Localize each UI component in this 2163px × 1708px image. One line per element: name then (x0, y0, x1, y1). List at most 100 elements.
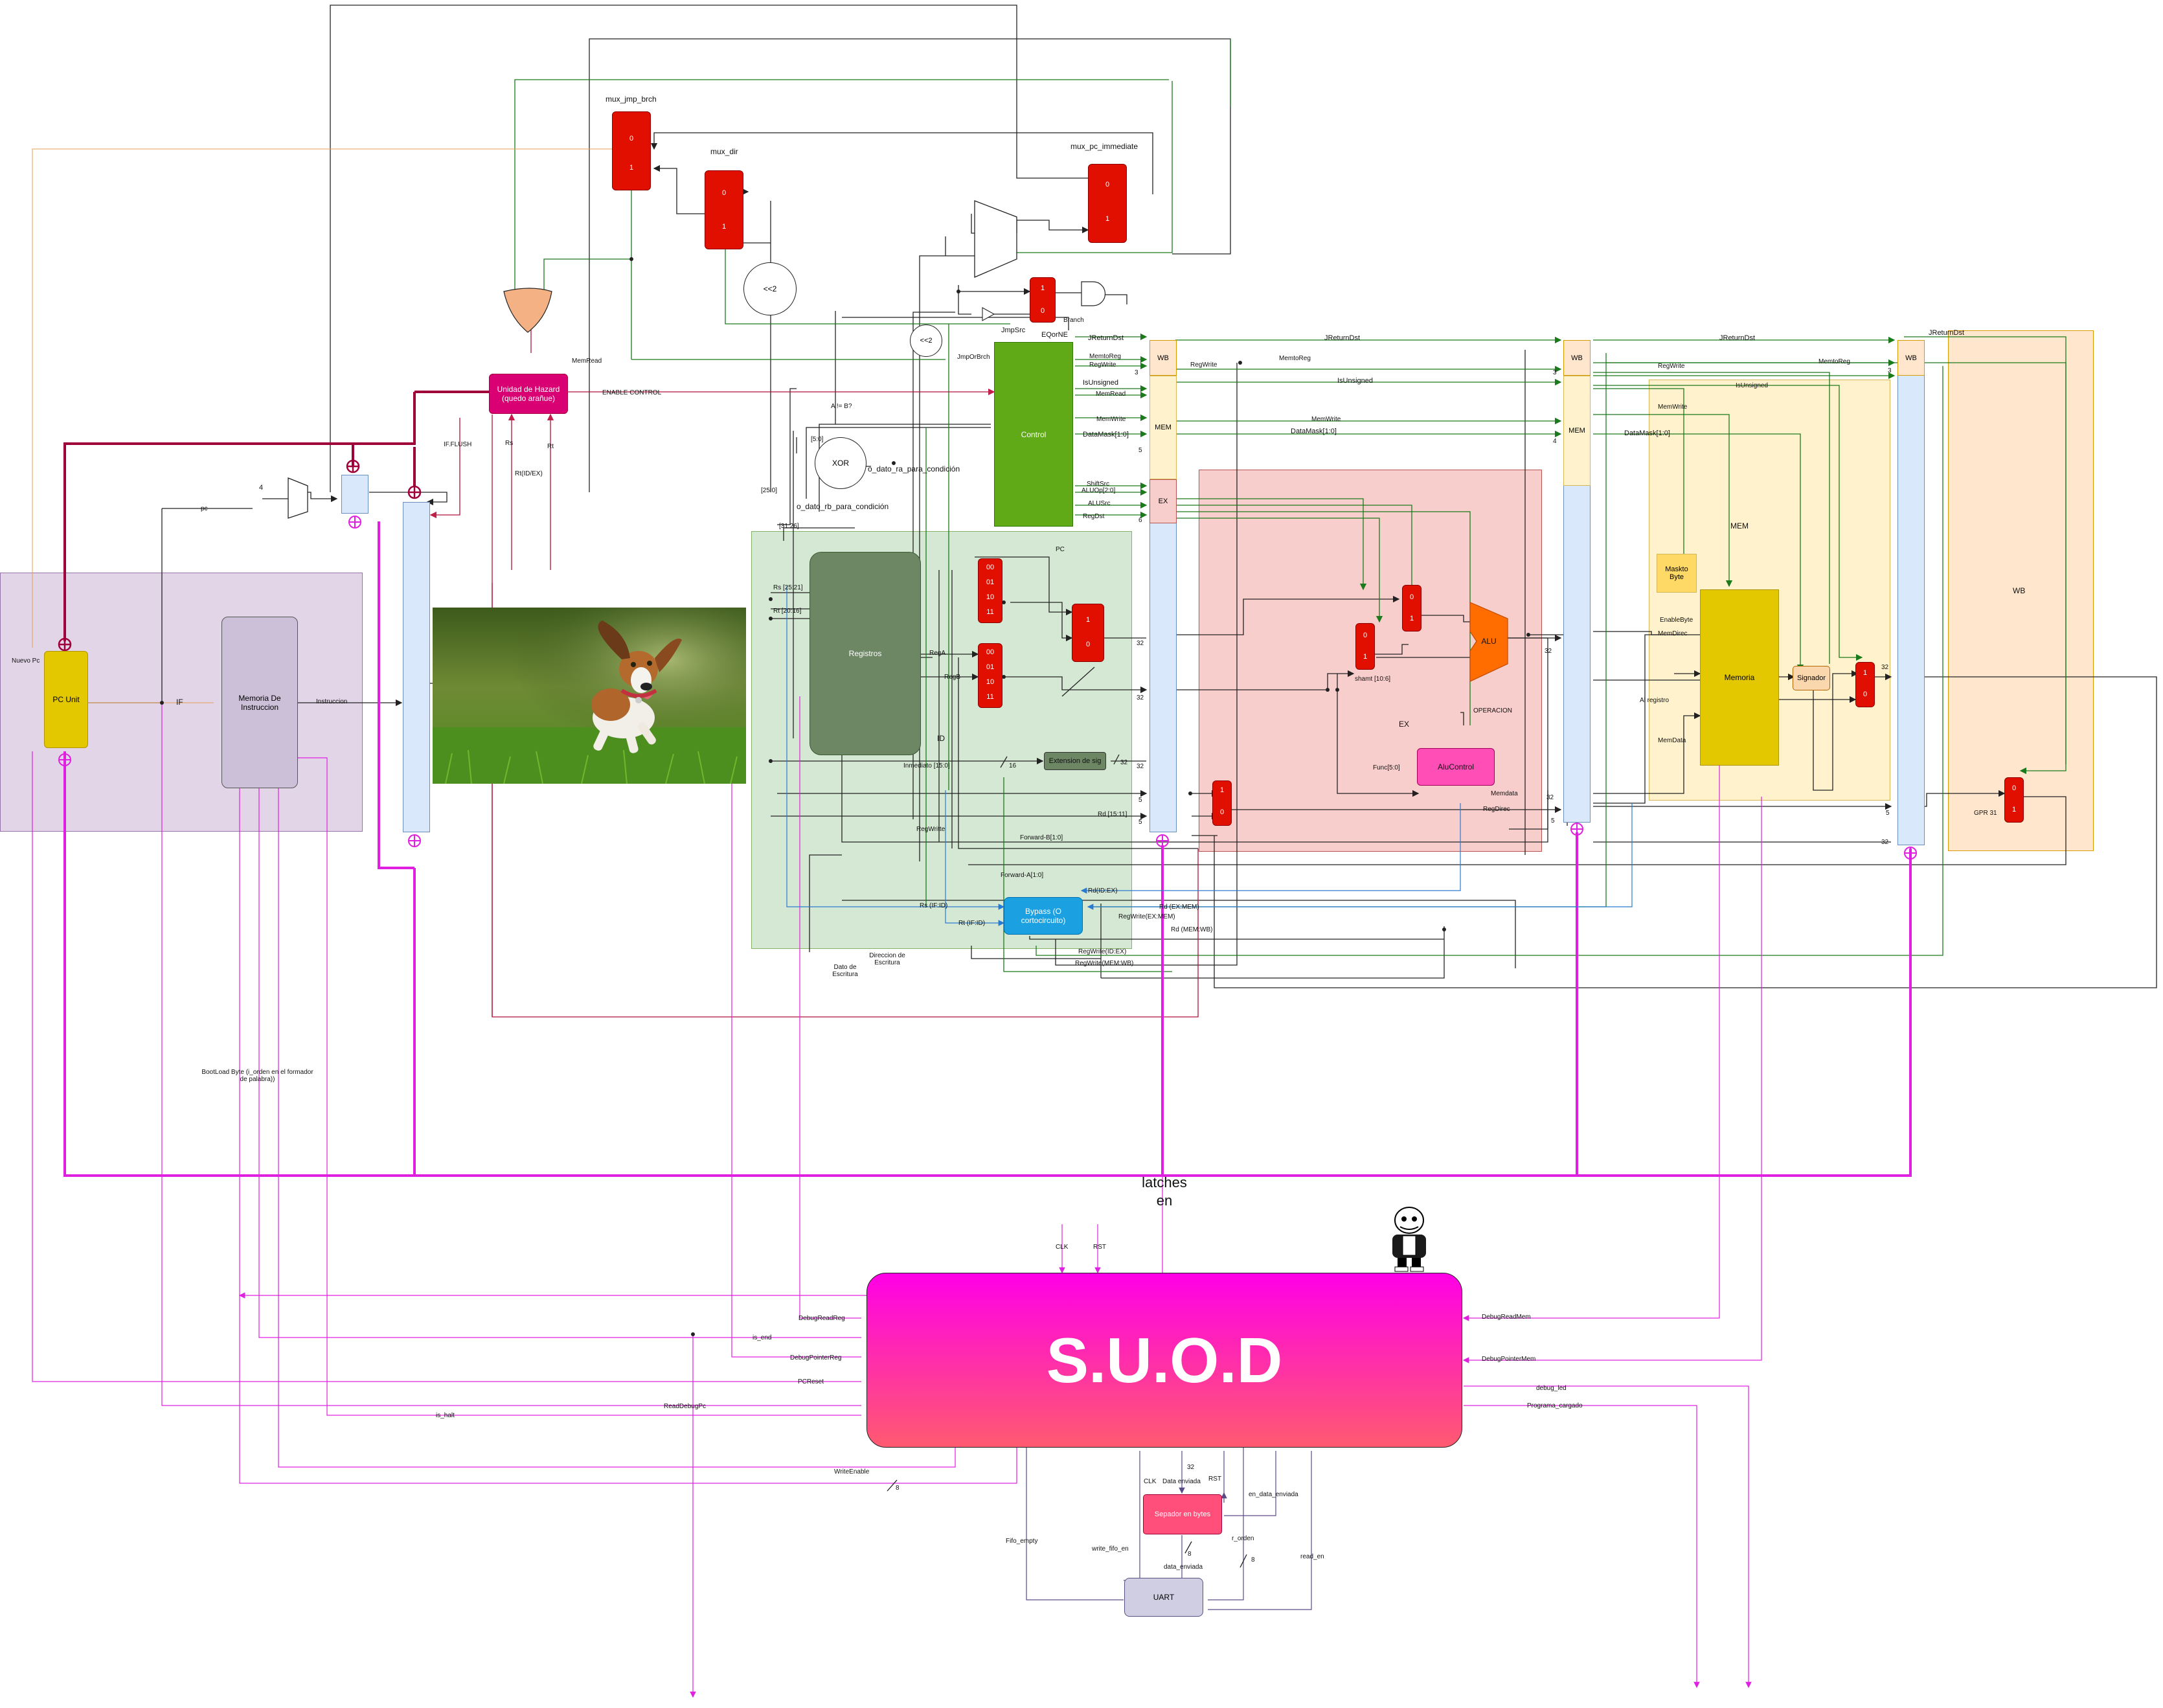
data-enviada-32-label: 32 (1187, 1464, 1195, 1471)
ex-jreturndst-label: JReturnDst (1324, 334, 1361, 342)
mem-32b-label: 32 (1881, 839, 1889, 846)
control-alusrc-label: ALUSrc (1088, 500, 1111, 507)
mux-input-00: 00 (986, 648, 995, 656)
rs-25-21-label: Rs [25:21] (773, 584, 803, 591)
data-enviada-out-8-label: 8 (1188, 1551, 1192, 1558)
width-6-label: 6 (1138, 517, 1142, 524)
data-enviada-out-label: data_enviada (1164, 1564, 1203, 1571)
mem-datamask-label: DataMask[1:0] (1624, 429, 1670, 437)
direccion-escritura-label: Direccion de Escritura (869, 952, 905, 966)
mux-input-0: 0 (1409, 593, 1414, 601)
shift-left-2-b: <<2 (910, 325, 942, 357)
instruction-memory[interactable]: Memoria De Instruccion (221, 617, 298, 788)
width-3-label: 3 (1135, 369, 1138, 376)
mem-isunsigned-label: IsUnsigned (1736, 382, 1769, 389)
regb-label: RegB (944, 674, 961, 681)
mux-input-00: 00 (986, 564, 995, 571)
control-memread-label: MemRead (1096, 391, 1126, 398)
debugreadmem-label: DebugReadMem (1482, 1314, 1531, 1321)
ex-4-label: 4 (1553, 438, 1557, 445)
uart[interactable]: UART (1124, 1578, 1203, 1617)
regwritte-label: RegWritte (916, 826, 946, 833)
rt-20-16-label: Rt [20:16] (773, 608, 802, 615)
control-unit[interactable]: Control (994, 342, 1073, 527)
writeenable-label: WriteEnable (834, 1468, 870, 1475)
mux-input-0: 0 (1040, 307, 1045, 315)
suod-debug-unit[interactable]: S.U.O.D (866, 1273, 1462, 1448)
dato-escritura-label: Dato de Escritura (832, 964, 858, 978)
sign-extension[interactable]: Extension de sig (1044, 752, 1106, 770)
fifo-empty-label: Fifo_empty (1006, 1538, 1038, 1545)
mux-dir: 0 1 (705, 170, 743, 249)
mux-input-10: 10 (986, 678, 995, 686)
mux-input-11: 11 (986, 608, 994, 616)
mux-input-01: 01 (986, 578, 995, 586)
mux-input-0: 0 (1863, 690, 1868, 698)
mem-regwrite-label: RegWrite (1658, 363, 1685, 370)
control-aluop-label: ALUOp[2:0] (1082, 487, 1116, 494)
memdata-in-label: MemData (1658, 737, 1686, 744)
memdirec-label: MemDirec (1658, 630, 1688, 637)
ex-mem-mem-tag: MEM (1563, 376, 1591, 486)
bits-31-26-label: [31:26] (779, 523, 799, 530)
rt-id-ex-label: Rt(ID/EX) (515, 470, 543, 477)
mux-input-0: 0 (1219, 808, 1225, 816)
operacion-label: OPERACION (1473, 707, 1513, 714)
pc-unit[interactable]: PC Unit (44, 651, 88, 748)
mux-input-1: 1 (1219, 786, 1225, 794)
or-gate-shape (503, 288, 552, 333)
mux-input-0: 0 (1363, 632, 1368, 639)
ext-16-label: 16 (1009, 762, 1017, 769)
mux-input-01: 01 (986, 663, 995, 671)
forward-a-label: Forward-A[1:0] (1001, 872, 1044, 879)
rd-mem-wb-label: Rd (MEM:WB) (1171, 926, 1213, 933)
control-isunsigned-label: IsUnsigned (1083, 379, 1119, 387)
ex-memwrite-label: MemWrite (1311, 416, 1341, 423)
rega-label: RegA (929, 650, 946, 657)
mux-input-1: 1 (1409, 615, 1414, 622)
mem-3-label: 3 (1888, 367, 1892, 374)
mux-input-1: 1 (2011, 806, 2017, 814)
rt-if-id-label: Rt (IF:ID) (958, 920, 986, 927)
mask-to-byte[interactable]: Maskto Byte (1657, 554, 1697, 593)
al-registro-label: Al registro (1640, 697, 1670, 704)
register-file[interactable]: Registros (810, 552, 921, 755)
signador[interactable]: Signador (1793, 666, 1830, 690)
ex-32b-label: 32 (1546, 794, 1554, 801)
inverter-shape (982, 307, 995, 321)
id-ex-ex-tag: EX (1149, 479, 1177, 523)
rd-15-11-label: Rd [15:11] (1098, 811, 1127, 818)
id-stage-label: ID (937, 734, 945, 743)
ex-memtoreg-label: MemtoReg (1279, 355, 1311, 362)
mux-input-1: 1 (1863, 669, 1868, 677)
mux-dir-title: mux_dir (710, 147, 738, 156)
bypass-unit[interactable]: Bypass (O cortocircuito) (1004, 897, 1083, 935)
id-5-a-label: 5 (1138, 797, 1142, 804)
pc-label: pc (201, 505, 208, 512)
pc-latch (341, 475, 368, 514)
mem-jreturndst-label: JReturnDst (1719, 334, 1756, 342)
regdirec-label: RegDirec (1483, 806, 1510, 813)
shamt-label: shamt [10:6] (1355, 676, 1391, 683)
pc-small-label: PC (1056, 546, 1065, 553)
data-memory[interactable]: Memoria (1700, 589, 1779, 766)
is-end-label: is_end (753, 1334, 772, 1341)
alu-control[interactable]: AluControl (1417, 748, 1495, 786)
en-data-enviada-label: en_data_enviada (1249, 1491, 1298, 1498)
mux-jreturndst: 0 1 (2004, 777, 2024, 823)
and-gate-shape (1081, 281, 1106, 306)
mux-input-0: 0 (721, 189, 727, 197)
branch-adder-shape (974, 200, 1017, 278)
byte-separator[interactable]: Sepador en bytes (1143, 1494, 1222, 1534)
regwrite-mem-wb-label: RegWrite(MEM:WB) (1075, 960, 1134, 967)
mem-memwrite-label: MemWrite (1658, 404, 1688, 411)
ex-32-label: 32 (1545, 648, 1552, 655)
hazard-unit[interactable]: Unidad de Hazard (quedo arañue) (489, 374, 568, 414)
mux-input-1: 1 (1105, 215, 1110, 223)
a-ne-b-label: A != B? (831, 403, 852, 410)
dog-photo (433, 608, 746, 784)
branch-label: Branch (1063, 317, 1084, 324)
jmporbrch-label: JmpOrBrch (957, 354, 990, 361)
pcreset-label: PCReset (798, 1378, 824, 1385)
